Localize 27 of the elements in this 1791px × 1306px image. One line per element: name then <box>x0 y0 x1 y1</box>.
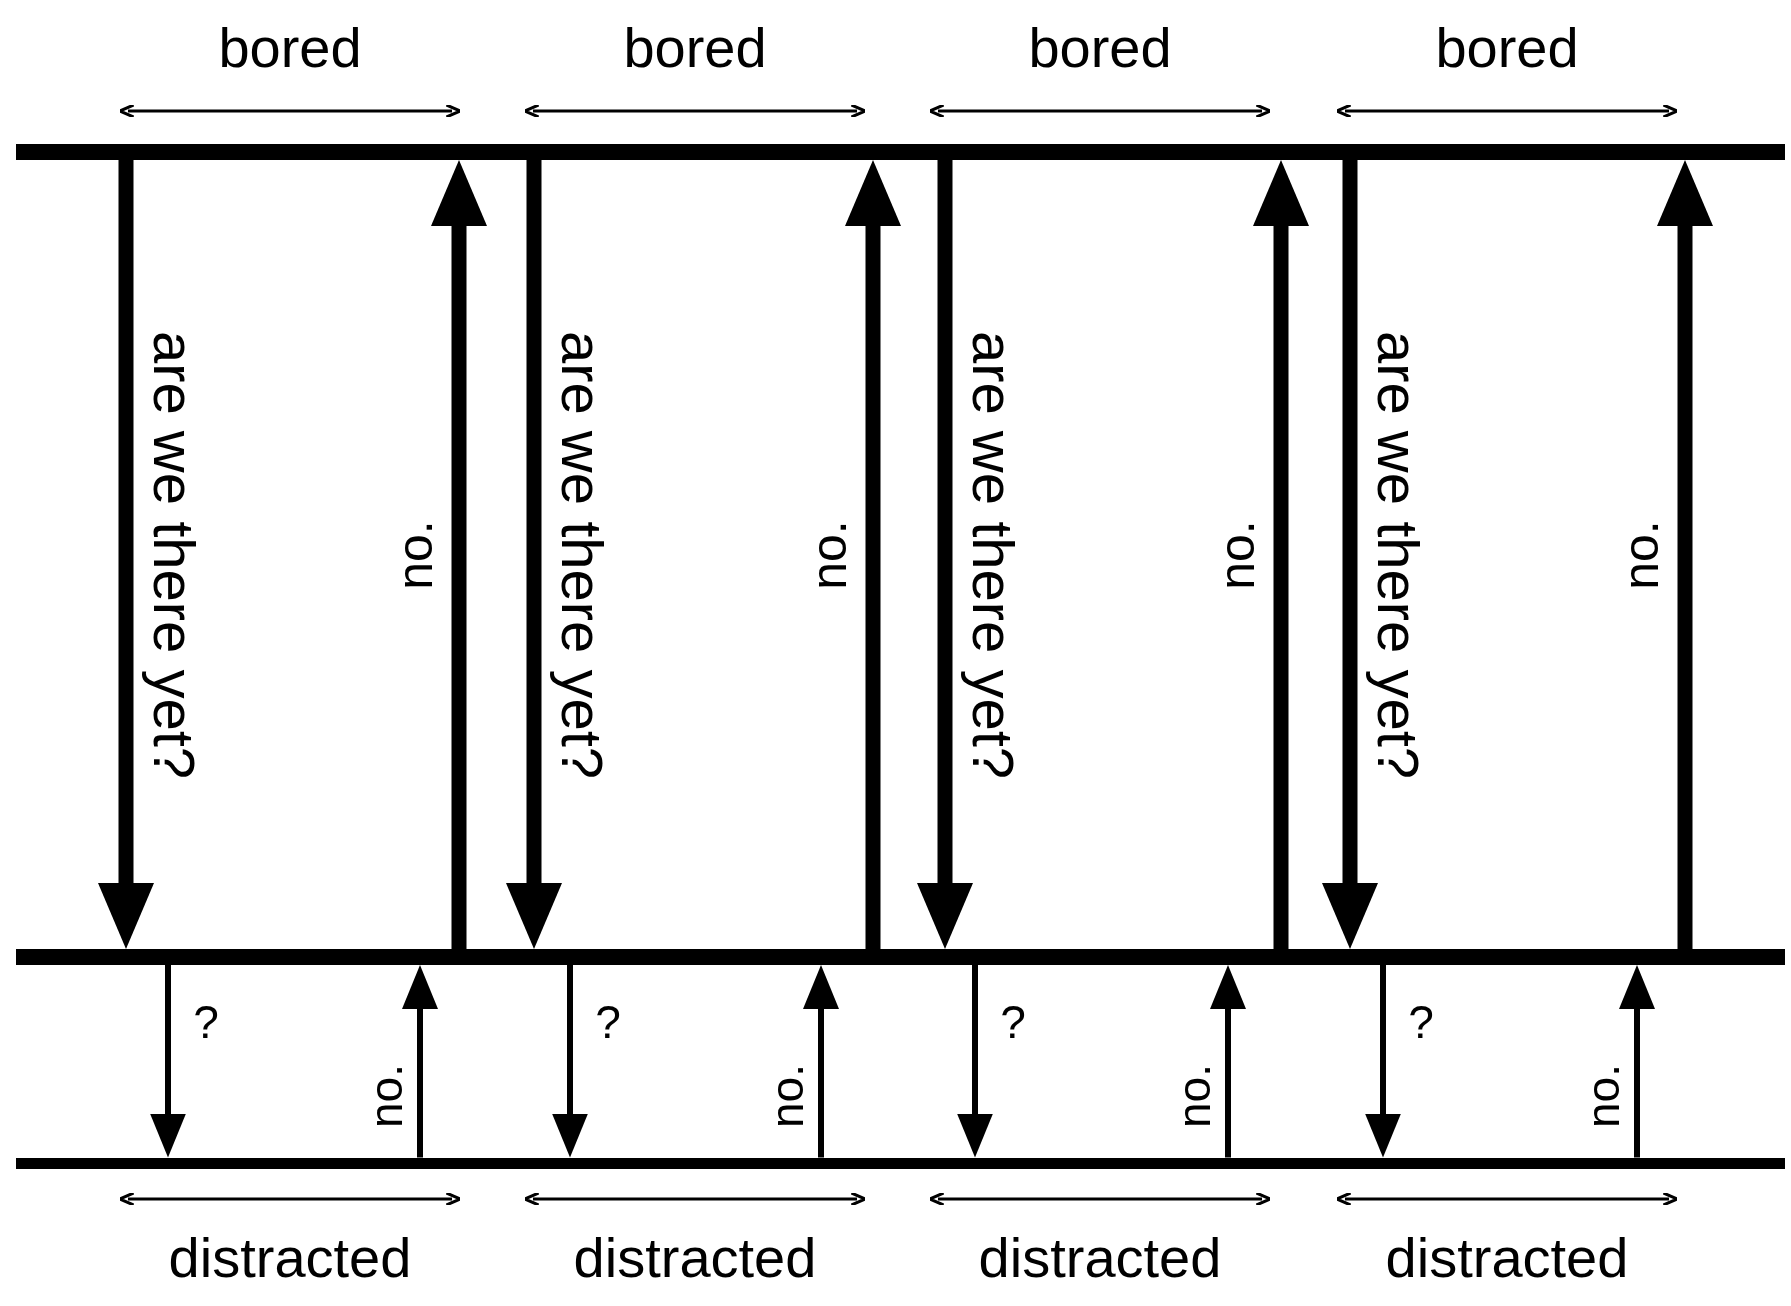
state-label: distracted <box>978 1230 1222 1286</box>
arrow <box>1365 965 1401 1158</box>
arrow <box>1322 160 1378 949</box>
state-label: bored <box>1028 20 1172 76</box>
arrow <box>431 160 487 949</box>
arrow <box>1619 965 1655 1158</box>
arrow <box>803 965 839 1158</box>
arrow <box>917 160 973 949</box>
arrow <box>845 160 901 949</box>
state-label: bored <box>1435 20 1579 76</box>
arrow <box>150 965 186 1158</box>
horizontal-bar <box>16 1157 1785 1169</box>
horizontal-bar <box>16 949 1785 965</box>
state-label: bored <box>218 20 362 76</box>
arrow <box>1657 160 1713 949</box>
arrow <box>98 160 154 949</box>
arrow <box>552 965 588 1158</box>
arrow <box>402 965 438 1158</box>
arrow <box>957 965 993 1158</box>
arrow <box>1253 160 1309 949</box>
state-label: distracted <box>168 1230 412 1286</box>
arrow <box>1210 965 1246 1158</box>
horizontal-bar <box>16 144 1785 160</box>
state-label: distracted <box>573 1230 817 1286</box>
state-label: bored <box>623 20 767 76</box>
state-label: distracted <box>1385 1230 1629 1286</box>
arrow <box>506 160 562 949</box>
